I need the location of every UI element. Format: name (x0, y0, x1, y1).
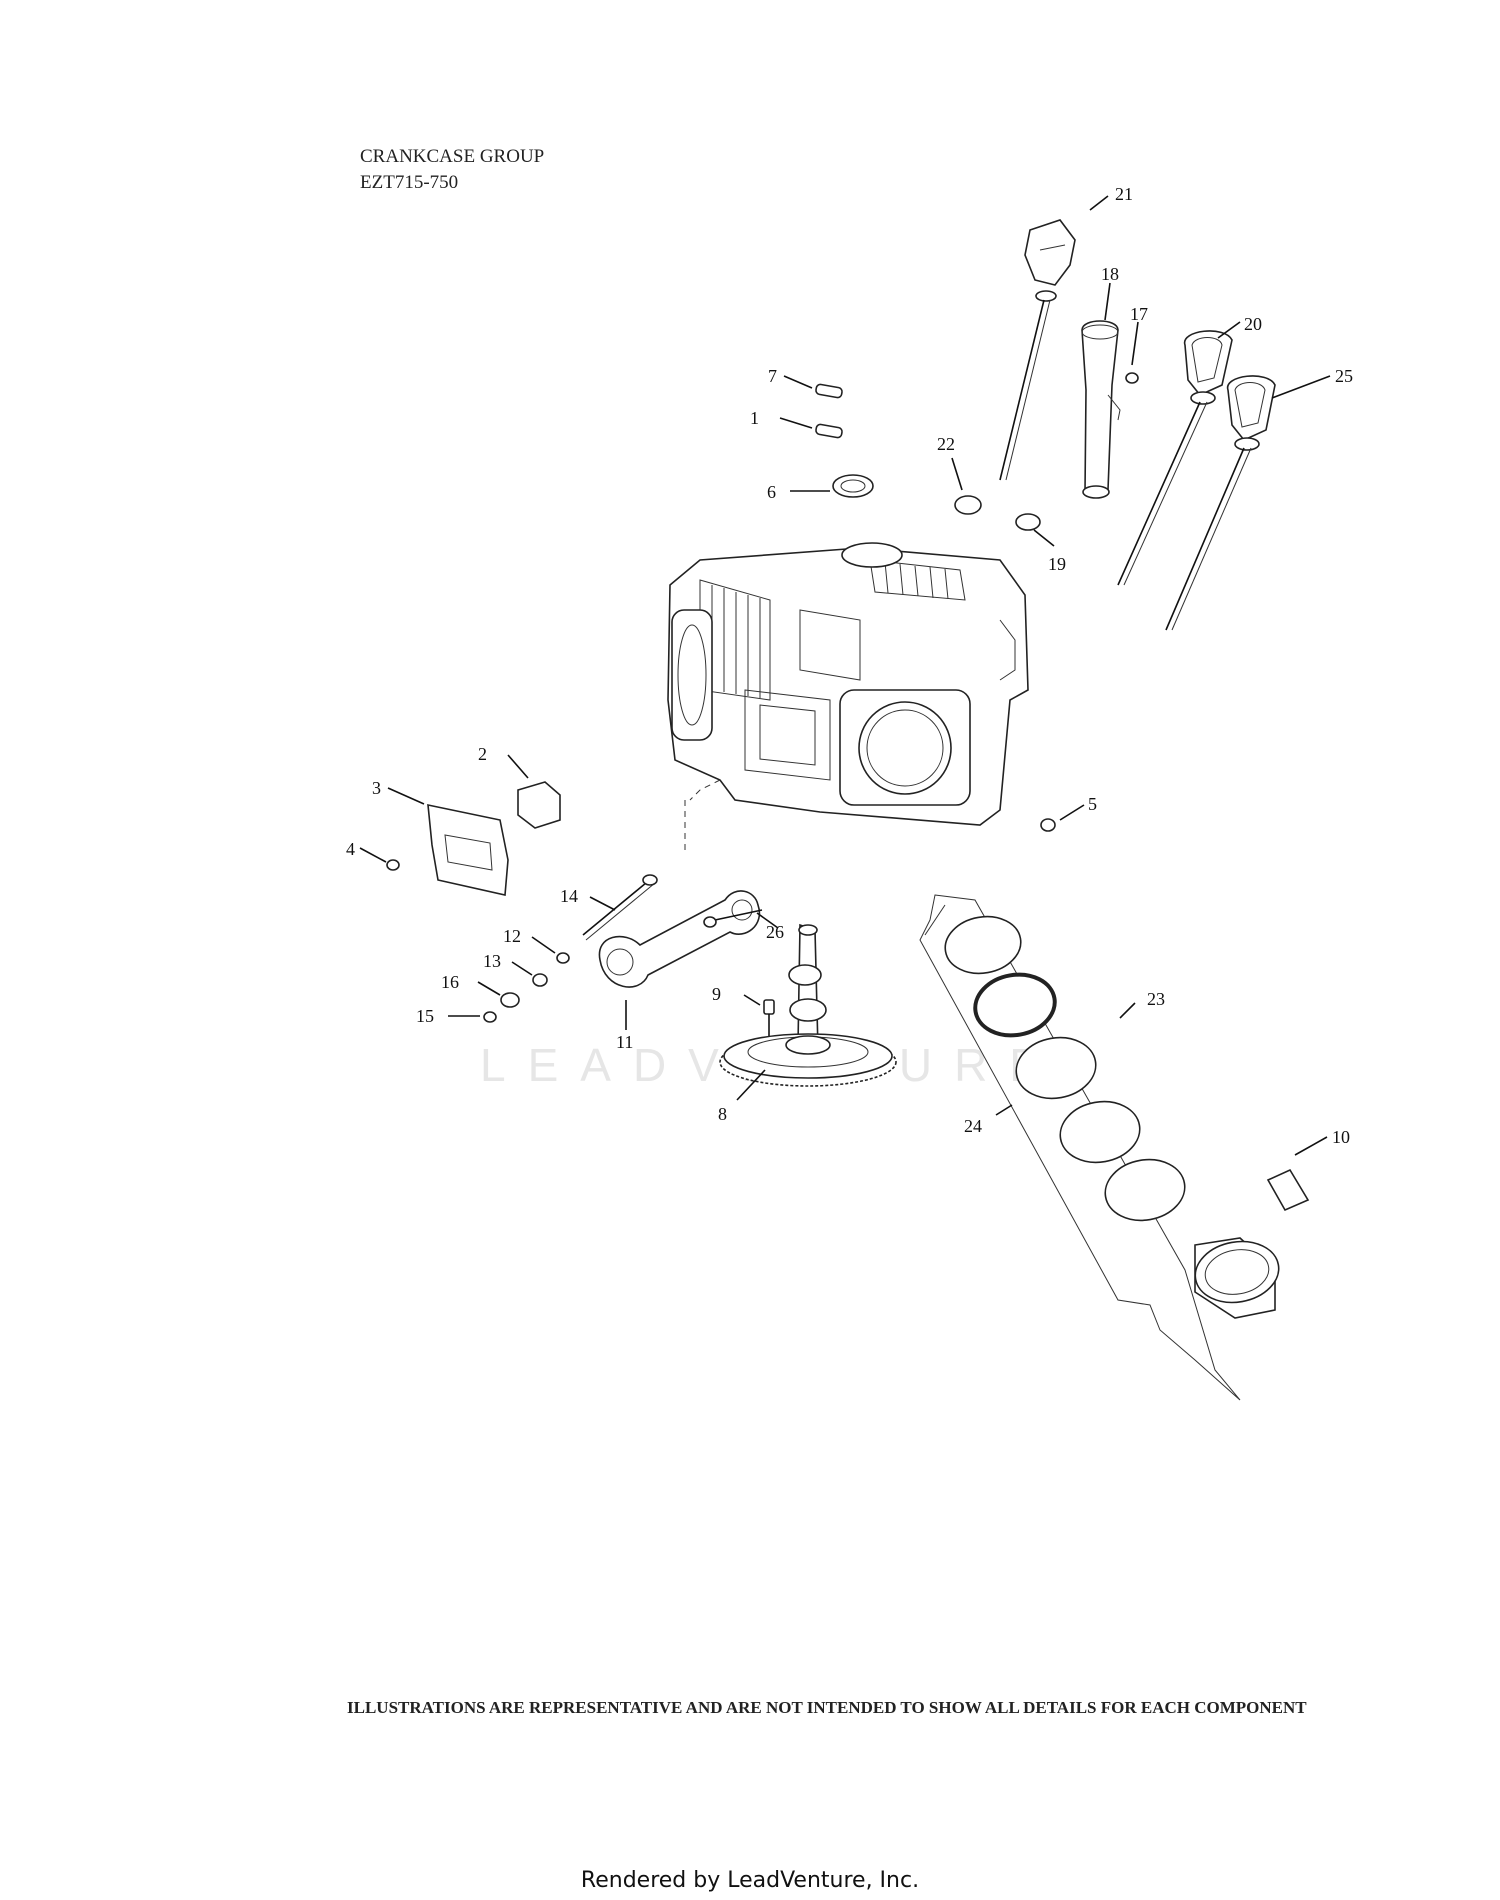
crankcase-block (667, 542, 1029, 850)
callout-17: 17 (1130, 304, 1148, 324)
piston-pin-10 (1266, 1168, 1310, 1212)
leader-lines (359, 195, 1331, 1156)
wrist-pin-14 (582, 874, 658, 941)
o-ring-19 (1015, 513, 1041, 531)
model-range: EZT715-750 (360, 172, 459, 193)
dowel-pin-7 (815, 383, 843, 399)
washer-12 (556, 952, 570, 964)
dipstick-20 (1117, 330, 1233, 586)
compression-ring-23 (944, 915, 1057, 1038)
diagram-title-block: CRANKCASE GROUP EZT715-750 (360, 144, 544, 196)
nut-13 (532, 973, 548, 987)
callout-14: 14 (560, 886, 578, 906)
callout-19: 19 (1048, 554, 1066, 574)
bolt-5 (1040, 818, 1056, 832)
callout-15: 15 (416, 1006, 434, 1026)
piston (1194, 1237, 1280, 1319)
breather-filter-2 (517, 781, 561, 829)
callout-4: 4 (346, 839, 355, 859)
group-title: CRANKCASE GROUP (360, 146, 545, 167)
dipstick-25 (1165, 375, 1276, 631)
callout-9: 9 (712, 984, 721, 1004)
dowel-pin-1 (815, 423, 843, 439)
callout-25: 25 (1335, 366, 1353, 386)
oil-seal-6 (832, 474, 874, 498)
callout-24: 24 (964, 1116, 982, 1136)
dipstick-tube-18 (1081, 320, 1121, 499)
callout-22: 22 (937, 434, 955, 454)
callout-2: 2 (478, 744, 487, 764)
rod-bolt-26 (703, 909, 763, 928)
callout-18: 18 (1101, 264, 1119, 284)
clip-17 (1125, 372, 1139, 384)
callout-26: 26 (766, 922, 784, 942)
callout-6: 6 (767, 482, 776, 502)
callout-13: 13 (483, 951, 501, 971)
o-ring-22 (954, 495, 982, 515)
callout-12: 12 (503, 926, 521, 946)
footer-credit: Rendered by LeadVenture, Inc. (580, 1868, 920, 1893)
connecting-rod-11 (598, 890, 761, 988)
screw-9 (763, 999, 775, 1040)
bolt-4 (386, 859, 400, 871)
oil-ring-24 (1015, 1036, 1186, 1222)
callout-5: 5 (1088, 794, 1097, 814)
nut-15 (483, 1011, 497, 1023)
dipstick-21 (999, 219, 1076, 481)
callout-20: 20 (1244, 314, 1262, 334)
callout-3: 3 (372, 778, 381, 798)
camshaft-gear-8 (719, 923, 897, 1087)
disclaimer-note: ILLUSTRATIONS ARE REPRESENTATIVE AND ARE… (347, 1698, 1307, 1717)
callout-16: 16 (441, 972, 459, 992)
callout-10: 10 (1332, 1127, 1350, 1147)
callout-1: 1 (750, 408, 759, 428)
callout-11: 11 (616, 1032, 633, 1052)
callout-labels: 21 18 17 20 25 7 1 6 22 19 2 3 4 5 14 26… (346, 184, 1353, 1147)
breather-cover-3 (427, 803, 509, 896)
callout-8: 8 (718, 1104, 727, 1124)
callout-21: 21 (1115, 184, 1133, 204)
washer-16 (500, 992, 520, 1008)
callout-23: 23 (1147, 989, 1165, 1009)
callout-7: 7 (768, 366, 777, 386)
